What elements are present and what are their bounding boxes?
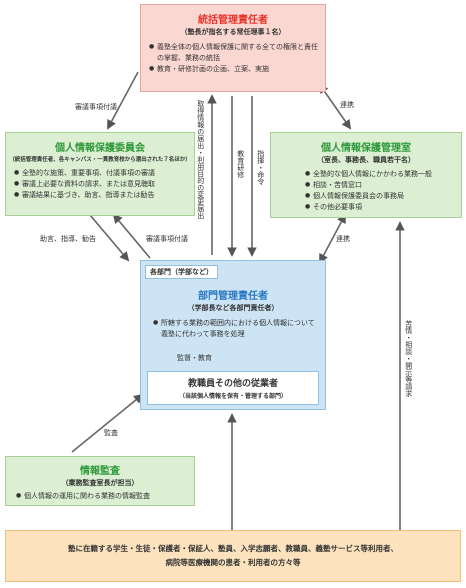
arrow-top-office	[318, 83, 352, 130]
staff-box: 教職員その他の従業者 （当該個人情報を保有・管理する部門）	[147, 371, 319, 405]
department-box: 各部門（学部など） 部門管理責任者 （学部長など各部門責任者） 所轄する業務の範…	[140, 260, 326, 410]
audit-item: 個人情報の運用に関わる業務の情報監査	[16, 491, 190, 502]
office-title: 個人情報保護管理室	[321, 143, 411, 154]
office-box: 個人情報保護管理室 （室長、事務長、職員若干名） 全塾的な個人情報にかかわる業務…	[270, 132, 462, 218]
arrow-audit	[71, 393, 144, 453]
top-manager-title: 統括管理責任者	[198, 15, 268, 26]
label-committee-submit: 審議事項付議	[146, 235, 188, 243]
staff-subtitle: （当該個人情報を保有・管理する部門）	[178, 393, 287, 400]
label-report: 取得情報の届出・利用目的の変更届出	[196, 100, 205, 219]
label-complaint: 苦情・相談・開示等請求	[404, 320, 413, 397]
department-title: 部門管理責任者	[198, 291, 268, 302]
label-office-dept: 連携	[336, 235, 350, 243]
office-item: その他必要事項	[305, 202, 457, 213]
arrow-office-dept	[319, 213, 346, 264]
arrow-dept-committee	[112, 213, 151, 259]
top-item: 教育・研修計画の企画、立案、実施	[149, 64, 319, 75]
department-item: 所轄する業務の範囲内における個人情報について義塾に代わって事務を処理	[153, 318, 315, 340]
office-subtitle: （室長、事務長、職員若干名）	[317, 156, 415, 164]
label-audit: 監査	[104, 429, 118, 437]
supervise-label: 監督・教育	[177, 354, 212, 362]
department-tag: 各部門（学部など）	[145, 265, 218, 279]
top-manager-subtitle: （塾長が指名する常任理事１名）	[180, 28, 286, 36]
stakeholders-line2: 病院等医療機関の患者・利用者の方々等	[165, 558, 301, 567]
top-item: 義塾全体の個人情報保護に関する全ての権限と責任の掌握、業務の統括	[149, 42, 319, 64]
committee-box: 個人情報保護委員会 （統括管理責任者、各キャンパス・一貫教育校から選出された７名…	[5, 132, 195, 216]
department-subtitle: （学部長など各部門責任者）	[187, 304, 279, 312]
office-item: 全塾的な個人情報にかかわる業務一般	[305, 169, 457, 180]
committee-title: 個人情報保護委員会	[55, 143, 145, 154]
label-instruction: 指揮・命令	[256, 150, 265, 185]
stakeholders-line1: 塾に在籍する学生・生徒・保護者・保証人、塾員、入学志願者、教職員、義塾サービス等…	[68, 544, 398, 553]
label-top-committee: 審議事項付議	[75, 103, 117, 111]
office-item: 相談・苦情窓口	[305, 180, 457, 191]
committee-item: 全塾的な施策、重要事項、付議事項の審議	[14, 168, 190, 179]
label-training: 教育研修	[236, 150, 245, 178]
top-manager-box: 統括管理責任者 （塾長が指名する常任理事１名） 義塾全体の個人情報保護に関する全…	[140, 4, 326, 92]
arrow-committee-advice	[89, 214, 130, 262]
stakeholders-box: 塾に在籍する学生・生徒・保護者・保証人、塾員、入学志願者、教職員、義塾サービス等…	[5, 530, 461, 582]
committee-item: 審議結果に基づき、助言、指導または勧告	[14, 190, 190, 201]
committee-item: 審議上必要な資料の請求、または意見聴取	[14, 179, 190, 190]
office-item: 個人情報保護委員会の事務局	[305, 191, 457, 202]
label-committee-advice: 助言、指導、勧告	[40, 235, 96, 243]
staff-title: 教職員その他の従業者	[187, 379, 278, 389]
audit-subtitle: （業務監査室長が担当）	[61, 479, 139, 487]
audit-box: 情報監査 （業務監査室長が担当） 個人情報の運用に関わる業務の情報監査	[5, 456, 195, 506]
arrow-top-committee	[107, 71, 139, 130]
audit-title: 情報監査	[80, 466, 120, 477]
committee-subtitle: （統括管理責任者、各キャンパス・一貫教育校から選出された７名ほか）	[9, 157, 191, 163]
label-top-office: 連携	[340, 101, 354, 109]
